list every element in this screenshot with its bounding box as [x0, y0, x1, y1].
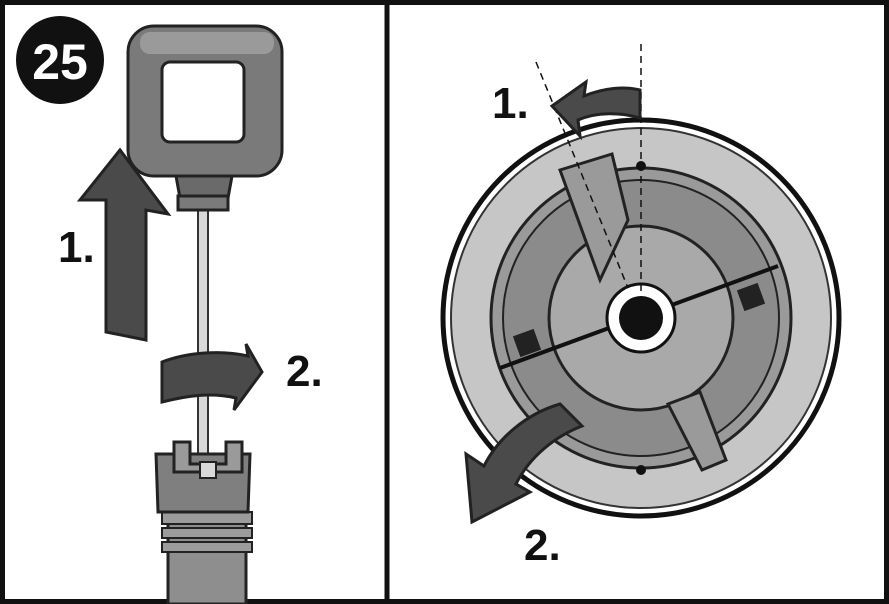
right-step2-label: 2. [524, 521, 561, 570]
bottom-rotate-arrow [464, 402, 585, 525]
left-step1-label: 1. [58, 223, 95, 272]
rod [197, 189, 209, 481]
valve-top-view [440, 44, 842, 519]
step-badge: 25 [16, 16, 104, 104]
right-step1-label: 1. [492, 79, 529, 128]
valve-housing [154, 440, 253, 604]
top-rotate-arrow [549, 78, 642, 141]
rotate-arrow [160, 343, 264, 411]
left-panel: 25 1. 2. [16, 16, 323, 604]
right-panel: 1. 2. [440, 44, 842, 570]
step-number: 25 [32, 34, 88, 90]
left-step2-label: 2. [286, 347, 323, 396]
pull-handle [126, 24, 284, 212]
pull-up-arrow [76, 147, 172, 342]
